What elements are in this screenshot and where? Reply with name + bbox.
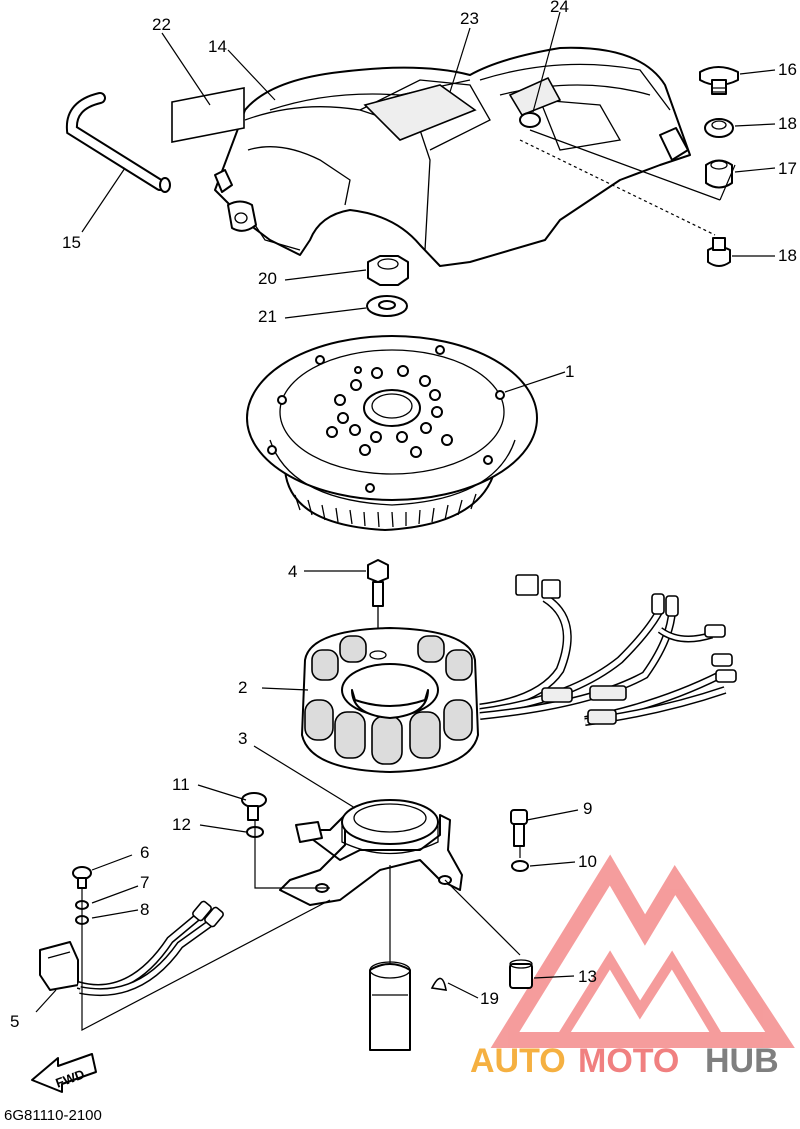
collar-13 — [509, 959, 533, 989]
callout-10: 10 — [578, 852, 597, 871]
stator-base-3 — [279, 799, 463, 906]
watermark-word-auto: AUTO — [470, 1042, 566, 1080]
callout-17: 17 — [778, 159, 797, 178]
callout-14: 14 — [208, 37, 227, 56]
callout-16: 16 — [778, 60, 797, 79]
bolt-9 — [510, 809, 528, 847]
callout-22: 22 — [152, 15, 171, 34]
callout-4: 4 — [288, 562, 297, 581]
callout-12: 12 — [172, 815, 191, 834]
callout-18-top: 18 — [778, 114, 797, 133]
screw-6 — [72, 866, 92, 889]
washer-21 — [366, 295, 408, 317]
stator-2 — [301, 627, 479, 773]
hose-end — [159, 177, 171, 193]
nut-20 — [367, 255, 409, 286]
pulser-coil-5 — [39, 900, 224, 997]
flywheel-cover — [214, 46, 691, 267]
grommet-18-bottom — [707, 237, 731, 267]
callout-15: 15 — [62, 233, 81, 252]
callout-5: 5 — [10, 1012, 19, 1031]
callout-numbers: 1 2 3 4 5 6 7 8 9 10 11 12 13 14 15 16 1… — [10, 0, 797, 1031]
screw-11 — [241, 792, 267, 821]
callout-20: 20 — [258, 269, 277, 288]
callout-9: 9 — [583, 799, 592, 818]
crankshaft — [369, 961, 411, 1051]
flywheel-1 — [246, 335, 538, 531]
fwd-arrow — [31, 1053, 97, 1093]
grommet-18-top — [704, 118, 734, 138]
callout-11: 11 — [172, 775, 190, 794]
callout-2: 2 — [238, 678, 247, 697]
callout-7: 7 — [140, 873, 149, 892]
watermark-word-hub: HUB — [705, 1042, 779, 1080]
washer-10 — [511, 860, 529, 872]
callout-3: 3 — [238, 729, 247, 748]
callout-23: 23 — [460, 9, 479, 28]
drawing-code: 6G81110-2100 — [4, 1107, 102, 1124]
callout-6: 6 — [140, 843, 149, 862]
callout-24: 24 — [550, 0, 569, 16]
callout-21: 21 — [258, 307, 277, 326]
callout-13: 13 — [578, 967, 597, 986]
callout-19: 19 — [480, 989, 499, 1008]
callout-18-bottom: 18 — [778, 246, 797, 265]
stator-wires — [479, 574, 737, 726]
callout-8: 8 — [140, 900, 149, 919]
knob-16 — [699, 66, 739, 95]
label-22 — [171, 87, 245, 143]
watermark-logo — [490, 854, 795, 1048]
hose — [67, 94, 164, 189]
key-19 — [430, 977, 447, 991]
watermark-word-moto: MOTO — [578, 1042, 679, 1080]
grommet-17 — [705, 159, 733, 189]
callout-leaders — [35, 11, 776, 1013]
assembly-guide-lines — [81, 129, 736, 1031]
callout-1: 1 — [565, 362, 574, 381]
